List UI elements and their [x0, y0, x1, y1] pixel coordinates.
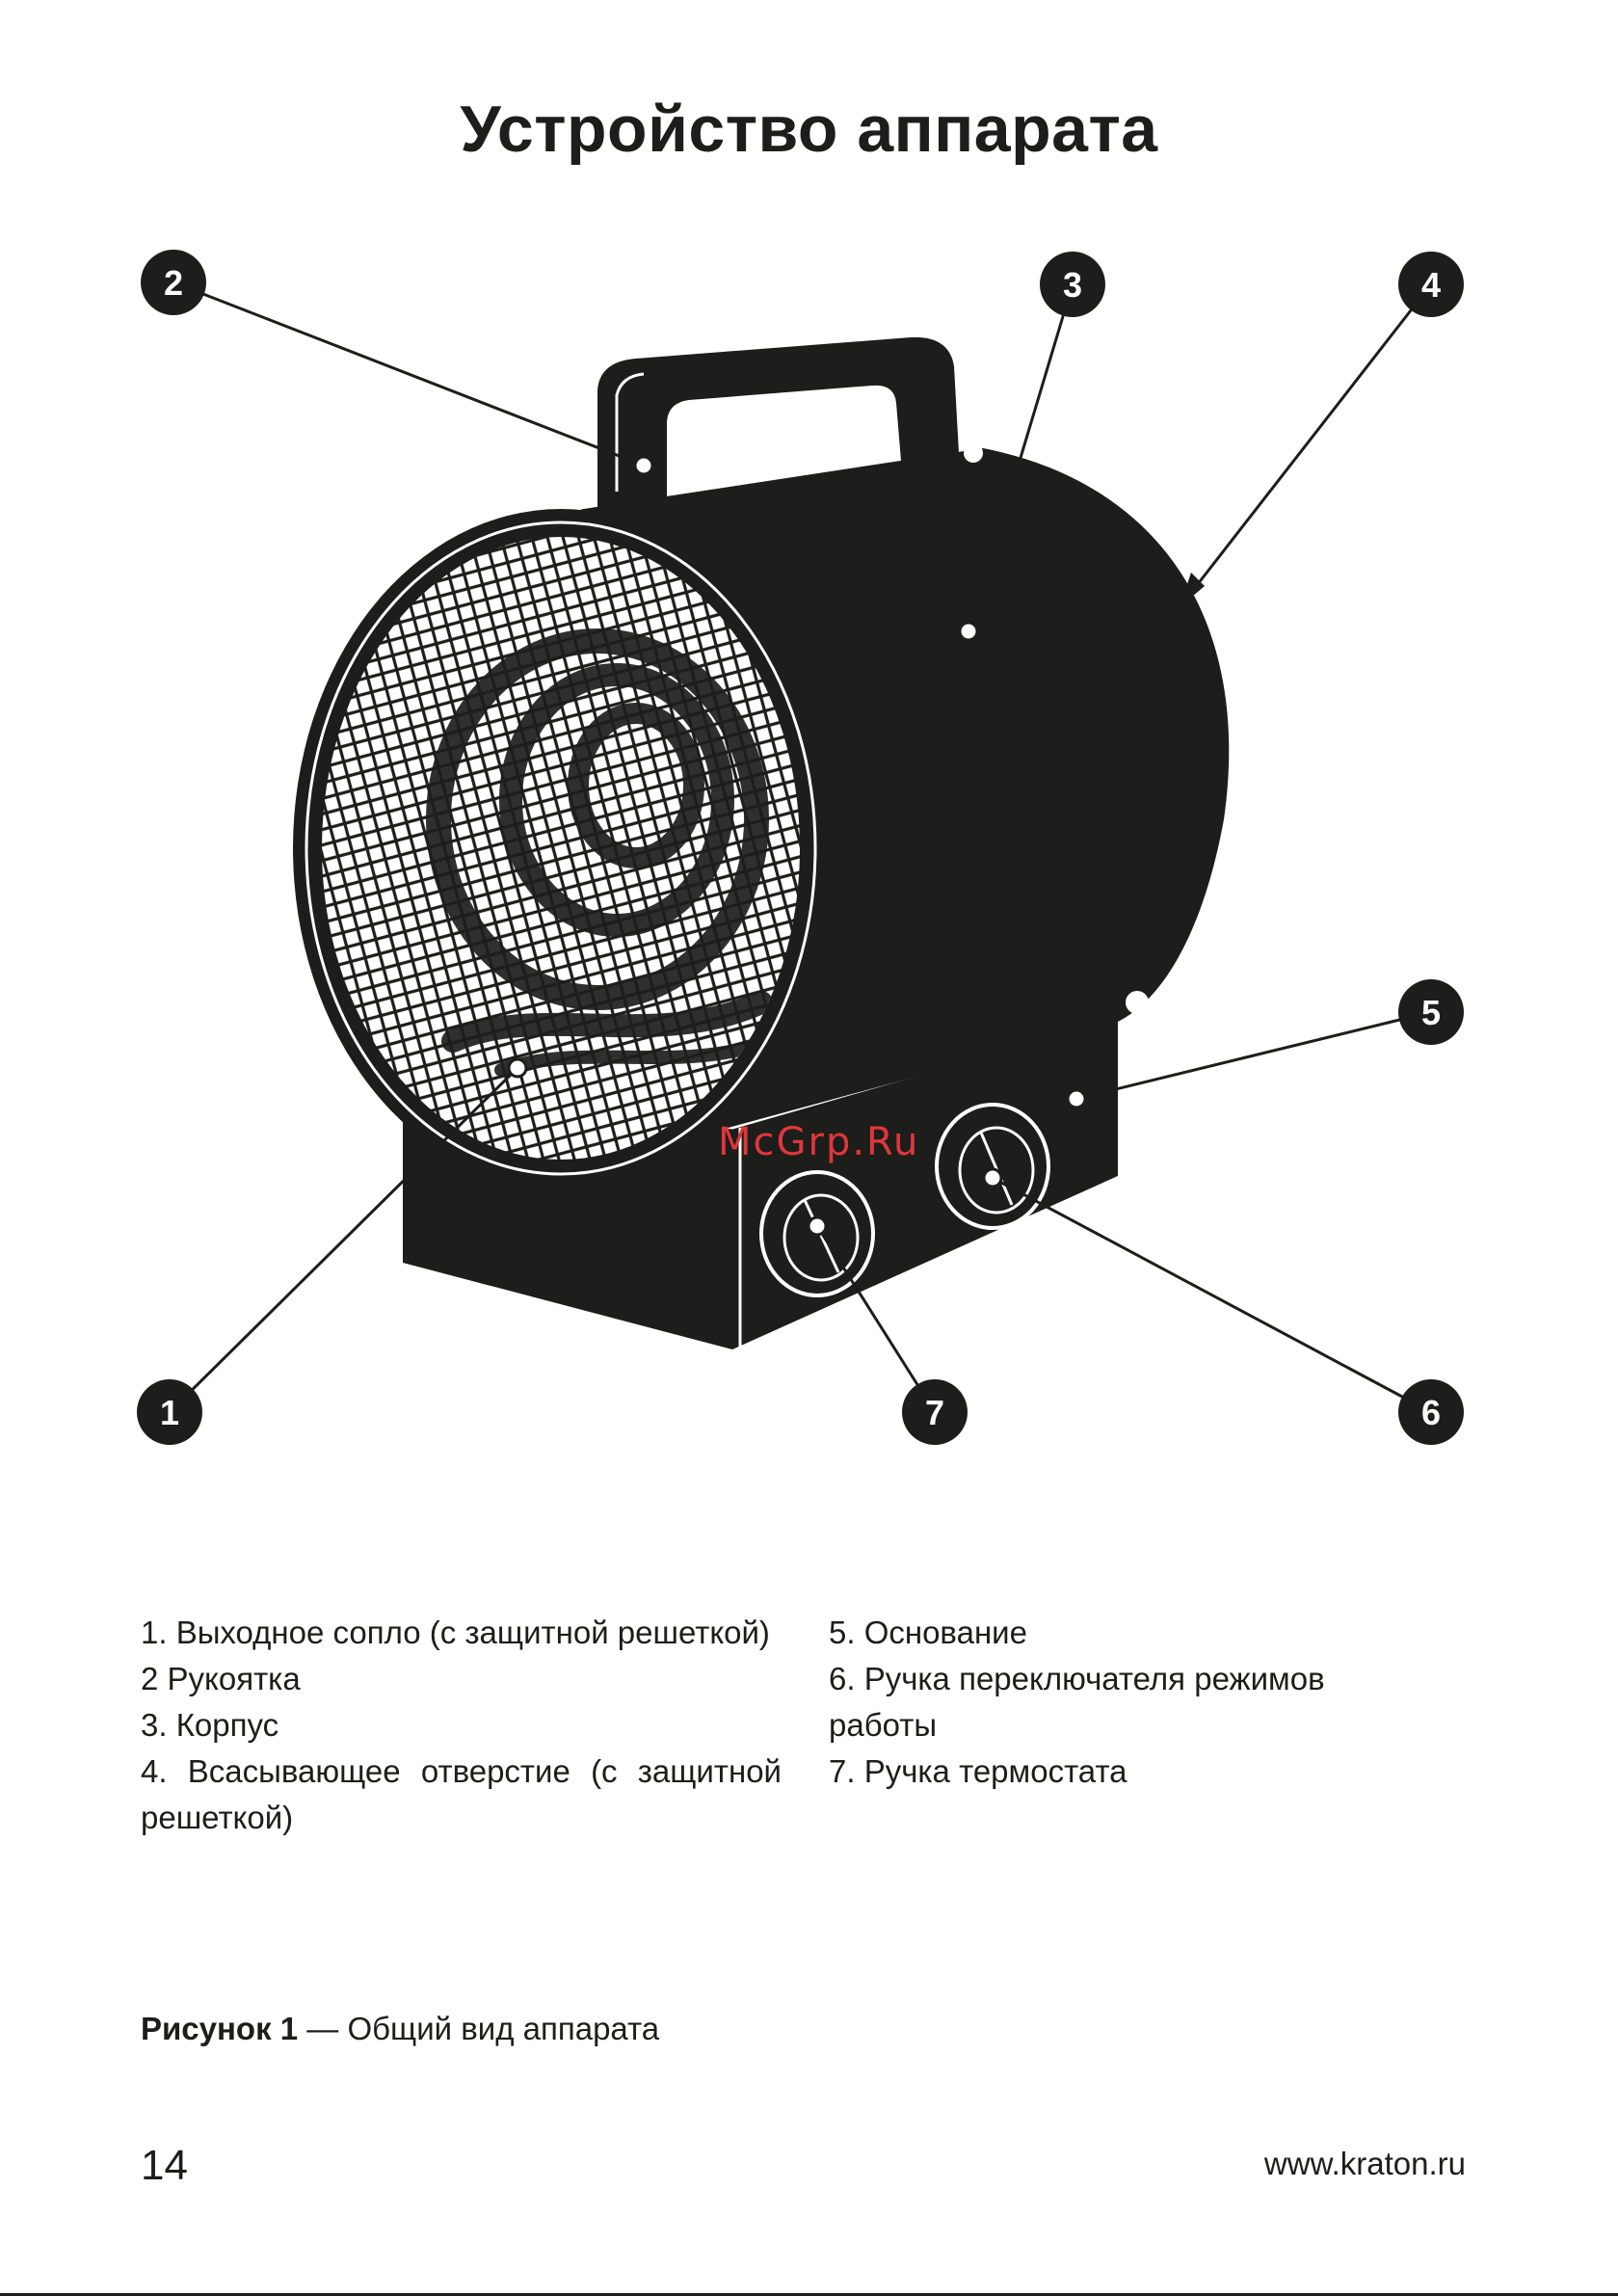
page-number: 14 [141, 2142, 188, 2190]
svg-text:4: 4 [1421, 265, 1441, 305]
callout-2-marker: 2 [141, 250, 206, 315]
legend-item-4: 4. Всасывающее отверстие (с защитной реш… [141, 1749, 782, 1841]
figure-caption: Рисунок 1 — Общий вид аппарата [141, 2011, 659, 2047]
svg-text:6: 6 [1421, 1393, 1441, 1432]
legend-right-column: 5. Основание 6. Ручка переключателя режи… [829, 1610, 1431, 1795]
legend-left-column: 1. Выходное сопло (с защитной решеткой) … [141, 1610, 782, 1841]
callout-5-marker: 5 [1398, 979, 1464, 1045]
svg-text:1: 1 [160, 1393, 179, 1432]
site-url: www.kraton.ru [1264, 2146, 1466, 2182]
legend-item-5: 5. Основание [829, 1610, 1431, 1656]
figure-caption-text: — Общий вид аппарата [298, 2011, 659, 2046]
callout-1-marker: 1 [137, 1379, 202, 1445]
watermark-text: McGrp.Ru [718, 1120, 919, 1164]
svg-text:7: 7 [925, 1393, 944, 1432]
figure-caption-label: Рисунок 1 [141, 2011, 298, 2046]
callout-4-marker: 4 [1398, 252, 1464, 317]
legend-item-2: 2 Рукоятка [141, 1656, 782, 1702]
legend-item-6: 6. Ручка переключателя режимов работы [829, 1656, 1431, 1749]
svg-text:5: 5 [1421, 993, 1441, 1032]
front-grill [293, 509, 829, 1188]
callout-3-marker: 3 [1040, 252, 1105, 317]
callout-7-marker: 7 [902, 1379, 968, 1445]
callout-6-marker: 6 [1398, 1379, 1464, 1445]
svg-text:3: 3 [1063, 265, 1082, 305]
legend-item-1: 1. Выходное сопло (с защитной решеткой) [141, 1610, 782, 1656]
heater-diagram: 1 2 3 4 5 6 7 McGrp.Ru [0, 0, 1618, 1504]
legend-item-7: 7. Ручка термостата [829, 1749, 1431, 1795]
svg-text:2: 2 [164, 263, 183, 303]
legend-item-3: 3. Корпус [141, 1702, 782, 1749]
